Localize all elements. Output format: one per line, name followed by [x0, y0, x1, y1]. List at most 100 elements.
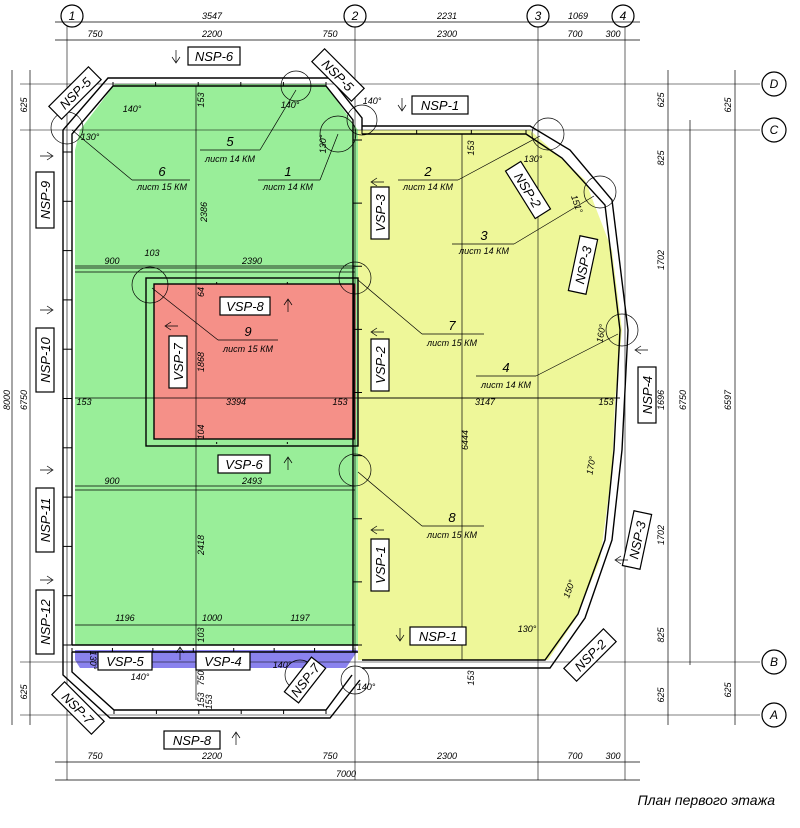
svg-text:1: 1	[284, 164, 291, 179]
svg-text:лист 15 КМ: лист 15 КМ	[222, 344, 273, 354]
tag-nsp1-top: NSP-1	[411, 95, 469, 115]
svg-text:153: 153	[76, 397, 91, 407]
svg-text:625: 625	[19, 684, 29, 700]
tag-vsp3: VSP-3	[370, 186, 390, 240]
svg-text:153: 153	[196, 692, 206, 707]
svg-text:4: 4	[502, 360, 509, 375]
svg-text:900: 900	[104, 476, 119, 486]
tag-vsp5: VSP-5	[97, 651, 153, 671]
svg-text:VSP-6: VSP-6	[225, 457, 263, 472]
svg-text:153: 153	[466, 140, 476, 155]
svg-text:лист 15 КМ: лист 15 КМ	[426, 338, 477, 348]
svg-text:VSP-8: VSP-8	[226, 299, 264, 314]
svg-text:140°: 140°	[131, 672, 150, 682]
callout-9: 9 лист 15 КМ	[151, 287, 278, 354]
svg-text:2: 2	[351, 9, 359, 23]
svg-text:130°: 130°	[88, 651, 98, 670]
dimensions-left: 625 8000 6750 625	[2, 70, 31, 725]
svg-text:6597: 6597	[723, 389, 733, 410]
dimensions-top: 3547 2231 1069 750 2200 750 2300 700 300	[55, 11, 640, 41]
svg-text:NSP-9: NSP-9	[38, 181, 53, 219]
svg-text:1702: 1702	[656, 525, 666, 545]
inner-dimensions: 900 103 2390 153 3394 153 3147 153 900 2…	[75, 86, 614, 710]
svg-text:130°: 130°	[318, 134, 328, 153]
callout-4: 4 лист 14 КМ	[476, 333, 619, 390]
arrow-right-icon	[40, 305, 54, 315]
svg-text:NSP-12: NSP-12	[38, 598, 53, 644]
callout-7: 7 лист 15 КМ	[357, 279, 484, 348]
axis-marker-4: 4	[611, 4, 635, 28]
svg-text:625: 625	[723, 682, 733, 698]
svg-text:140°: 140°	[273, 660, 292, 670]
svg-text:NSP-6: NSP-6	[195, 49, 234, 64]
svg-text:D: D	[770, 77, 779, 91]
svg-text:3147: 3147	[475, 397, 496, 407]
svg-text:лист 14 КМ: лист 14 КМ	[402, 182, 453, 192]
tag-nsp1-bottom: NSP-1	[409, 626, 467, 646]
svg-text:NSP-11: NSP-11	[38, 498, 53, 543]
arrow-up-icon	[231, 731, 241, 745]
svg-text:625: 625	[19, 97, 29, 113]
callout-3: 3 лист 14 КМ	[452, 195, 595, 256]
svg-text:140°: 140°	[123, 104, 142, 114]
svg-text:2200: 2200	[201, 751, 222, 761]
svg-text:1868: 1868	[196, 352, 206, 372]
svg-text:VSP-7: VSP-7	[171, 342, 186, 380]
tag-vsp7: VSP-7	[168, 335, 188, 389]
svg-text:2200: 2200	[201, 29, 222, 39]
svg-text:750: 750	[196, 670, 206, 685]
svg-text:3394: 3394	[226, 397, 246, 407]
arrow-right-icon	[40, 575, 54, 585]
svg-text:B: B	[770, 655, 778, 669]
callout-6: 6 лист 15 КМ	[71, 129, 190, 192]
svg-text:170°: 170°	[585, 455, 598, 475]
axis-marker-1: 1	[60, 4, 84, 28]
svg-text:160°: 160°	[595, 323, 608, 343]
svg-text:лист 14 КМ: лист 14 КМ	[480, 380, 531, 390]
svg-text:2386: 2386	[199, 202, 209, 223]
svg-text:5: 5	[226, 134, 234, 149]
svg-text:140°: 140°	[281, 100, 300, 110]
svg-text:1197: 1197	[290, 613, 310, 623]
arrow-up-icon	[283, 298, 293, 312]
svg-text:2390: 2390	[241, 256, 262, 266]
svg-text:NSP-10: NSP-10	[38, 336, 53, 382]
svg-text:VSP-5: VSP-5	[106, 654, 144, 669]
svg-text:825: 825	[656, 150, 666, 166]
tag-nsp10: NSP-10	[35, 327, 55, 393]
svg-text:NSP-8: NSP-8	[173, 733, 212, 748]
svg-text:64: 64	[196, 287, 206, 297]
svg-text:1: 1	[69, 9, 76, 23]
svg-text:153: 153	[466, 670, 476, 685]
svg-text:6444: 6444	[460, 430, 470, 450]
svg-text:825: 825	[656, 627, 666, 643]
svg-text:2300: 2300	[436, 751, 457, 761]
svg-text:130°: 130°	[524, 154, 543, 164]
tag-nsp3-bottom: NSP-3	[621, 510, 653, 570]
svg-text:300: 300	[605, 751, 620, 761]
svg-text:130°: 130°	[81, 132, 100, 142]
arrow-left-icon	[370, 525, 384, 535]
svg-text:1069: 1069	[568, 11, 588, 21]
tag-nsp11: NSP-11	[35, 487, 55, 553]
svg-text:103: 103	[196, 627, 206, 642]
svg-text:6750: 6750	[19, 390, 29, 410]
svg-text:7: 7	[448, 318, 456, 333]
svg-text:NSP-1: NSP-1	[421, 98, 459, 113]
svg-text:140°: 140°	[357, 682, 376, 692]
tag-nsp3-top: NSP-3	[567, 235, 599, 295]
svg-text:A: A	[769, 708, 778, 722]
arrow-up-icon	[175, 646, 185, 660]
svg-text:130°: 130°	[518, 624, 537, 634]
svg-text:140°: 140°	[363, 96, 382, 106]
tag-vsp2: VSP-2	[370, 338, 390, 392]
svg-text:900: 900	[104, 256, 119, 266]
svg-text:1702: 1702	[656, 250, 666, 270]
wall-hatching	[63, 82, 527, 714]
axis-marker-D: D	[761, 71, 787, 97]
axis-marker-2: 2	[343, 4, 367, 28]
svg-text:4: 4	[620, 9, 627, 23]
svg-text:750: 750	[322, 751, 337, 761]
svg-text:625: 625	[656, 687, 666, 703]
